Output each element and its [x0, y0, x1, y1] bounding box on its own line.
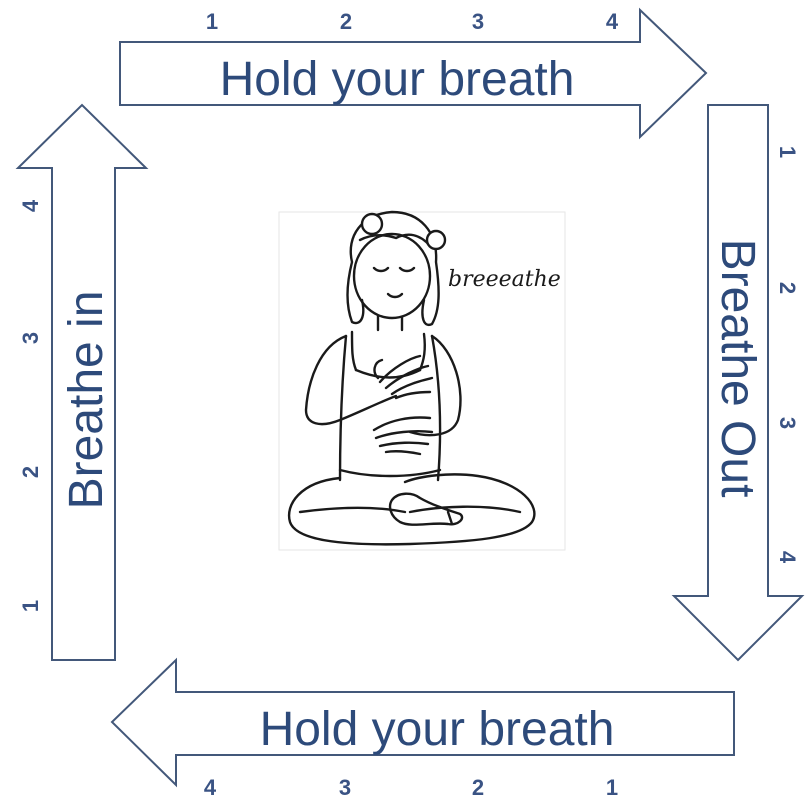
bottom-count-2: 2 — [472, 775, 484, 800]
left-count-3: 3 — [18, 332, 43, 344]
bottom-arrow: Hold your breath 4 3 2 1 — [112, 660, 734, 800]
left-count-1: 1 — [18, 600, 43, 612]
right-count-2: 2 — [775, 282, 800, 294]
top-count-3: 3 — [472, 9, 484, 34]
hair-bun-right — [427, 231, 445, 249]
right-arrow: Breathe Out 1 2 3 4 — [674, 105, 802, 660]
bottom-count-4: 4 — [204, 775, 217, 800]
head — [354, 234, 430, 318]
bottom-count-3: 3 — [339, 775, 351, 800]
top-count-4: 4 — [606, 9, 619, 34]
bottom-count-1: 1 — [606, 775, 618, 800]
right-count-1: 1 — [775, 146, 800, 158]
left-count-4: 4 — [18, 199, 43, 212]
hair-bun-left — [362, 214, 382, 234]
right-count-4: 4 — [775, 551, 800, 564]
top-arrow-label: Hold your breath — [220, 53, 575, 106]
bottom-arrow-label: Hold your breath — [260, 703, 615, 756]
left-arrow-label: Breathe in — [60, 291, 113, 510]
top-arrow: Hold your breath 1 2 3 4 — [120, 9, 706, 137]
left-arrow: Breathe in 1 2 3 4 — [18, 105, 146, 660]
top-count-2: 2 — [340, 9, 352, 34]
right-count-3: 3 — [775, 417, 800, 429]
breathe-speech-text: breeeathe — [448, 267, 561, 292]
right-arrow-label: Breathe Out — [711, 239, 764, 498]
meditating-girl-illustration: breeeathe — [279, 212, 565, 550]
left-count-2: 2 — [18, 466, 43, 478]
top-count-1: 1 — [206, 9, 218, 34]
